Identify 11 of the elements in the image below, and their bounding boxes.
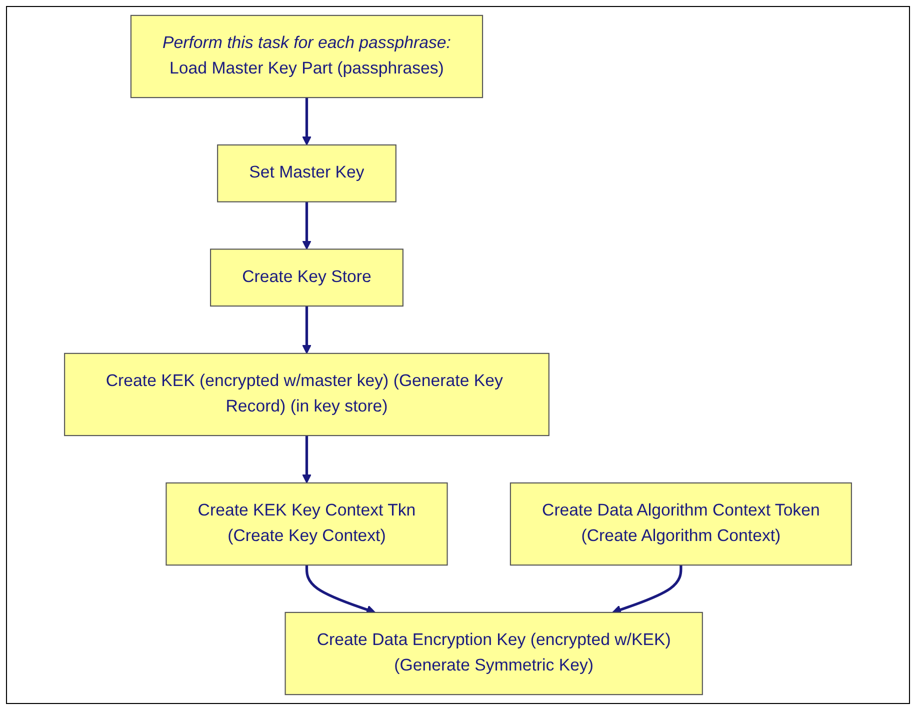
node-box: Create Data Algorithm Context Token (Create Algorithm Context)	[510, 482, 852, 566]
node-box: Perform this task for each passphrase: Load Master Key Part (passphrases)	[130, 14, 484, 98]
arrow	[302, 306, 312, 354]
node-box: Create Key Store	[210, 248, 404, 307]
node-box: Set Master Key	[217, 144, 396, 202]
node-box: Create Data Encryption Key (encrypted w/KEK) (Generate Symmetric Key)	[284, 612, 703, 696]
arrow	[302, 436, 312, 484]
node-box: Create KEK Key Context Tkn (Create Key Context)	[166, 482, 448, 566]
arrow	[302, 98, 312, 146]
arrow	[302, 202, 312, 250]
node-box: Create KEK (encrypted w/master key) (Generate Key Record) (in key store)	[64, 352, 550, 436]
